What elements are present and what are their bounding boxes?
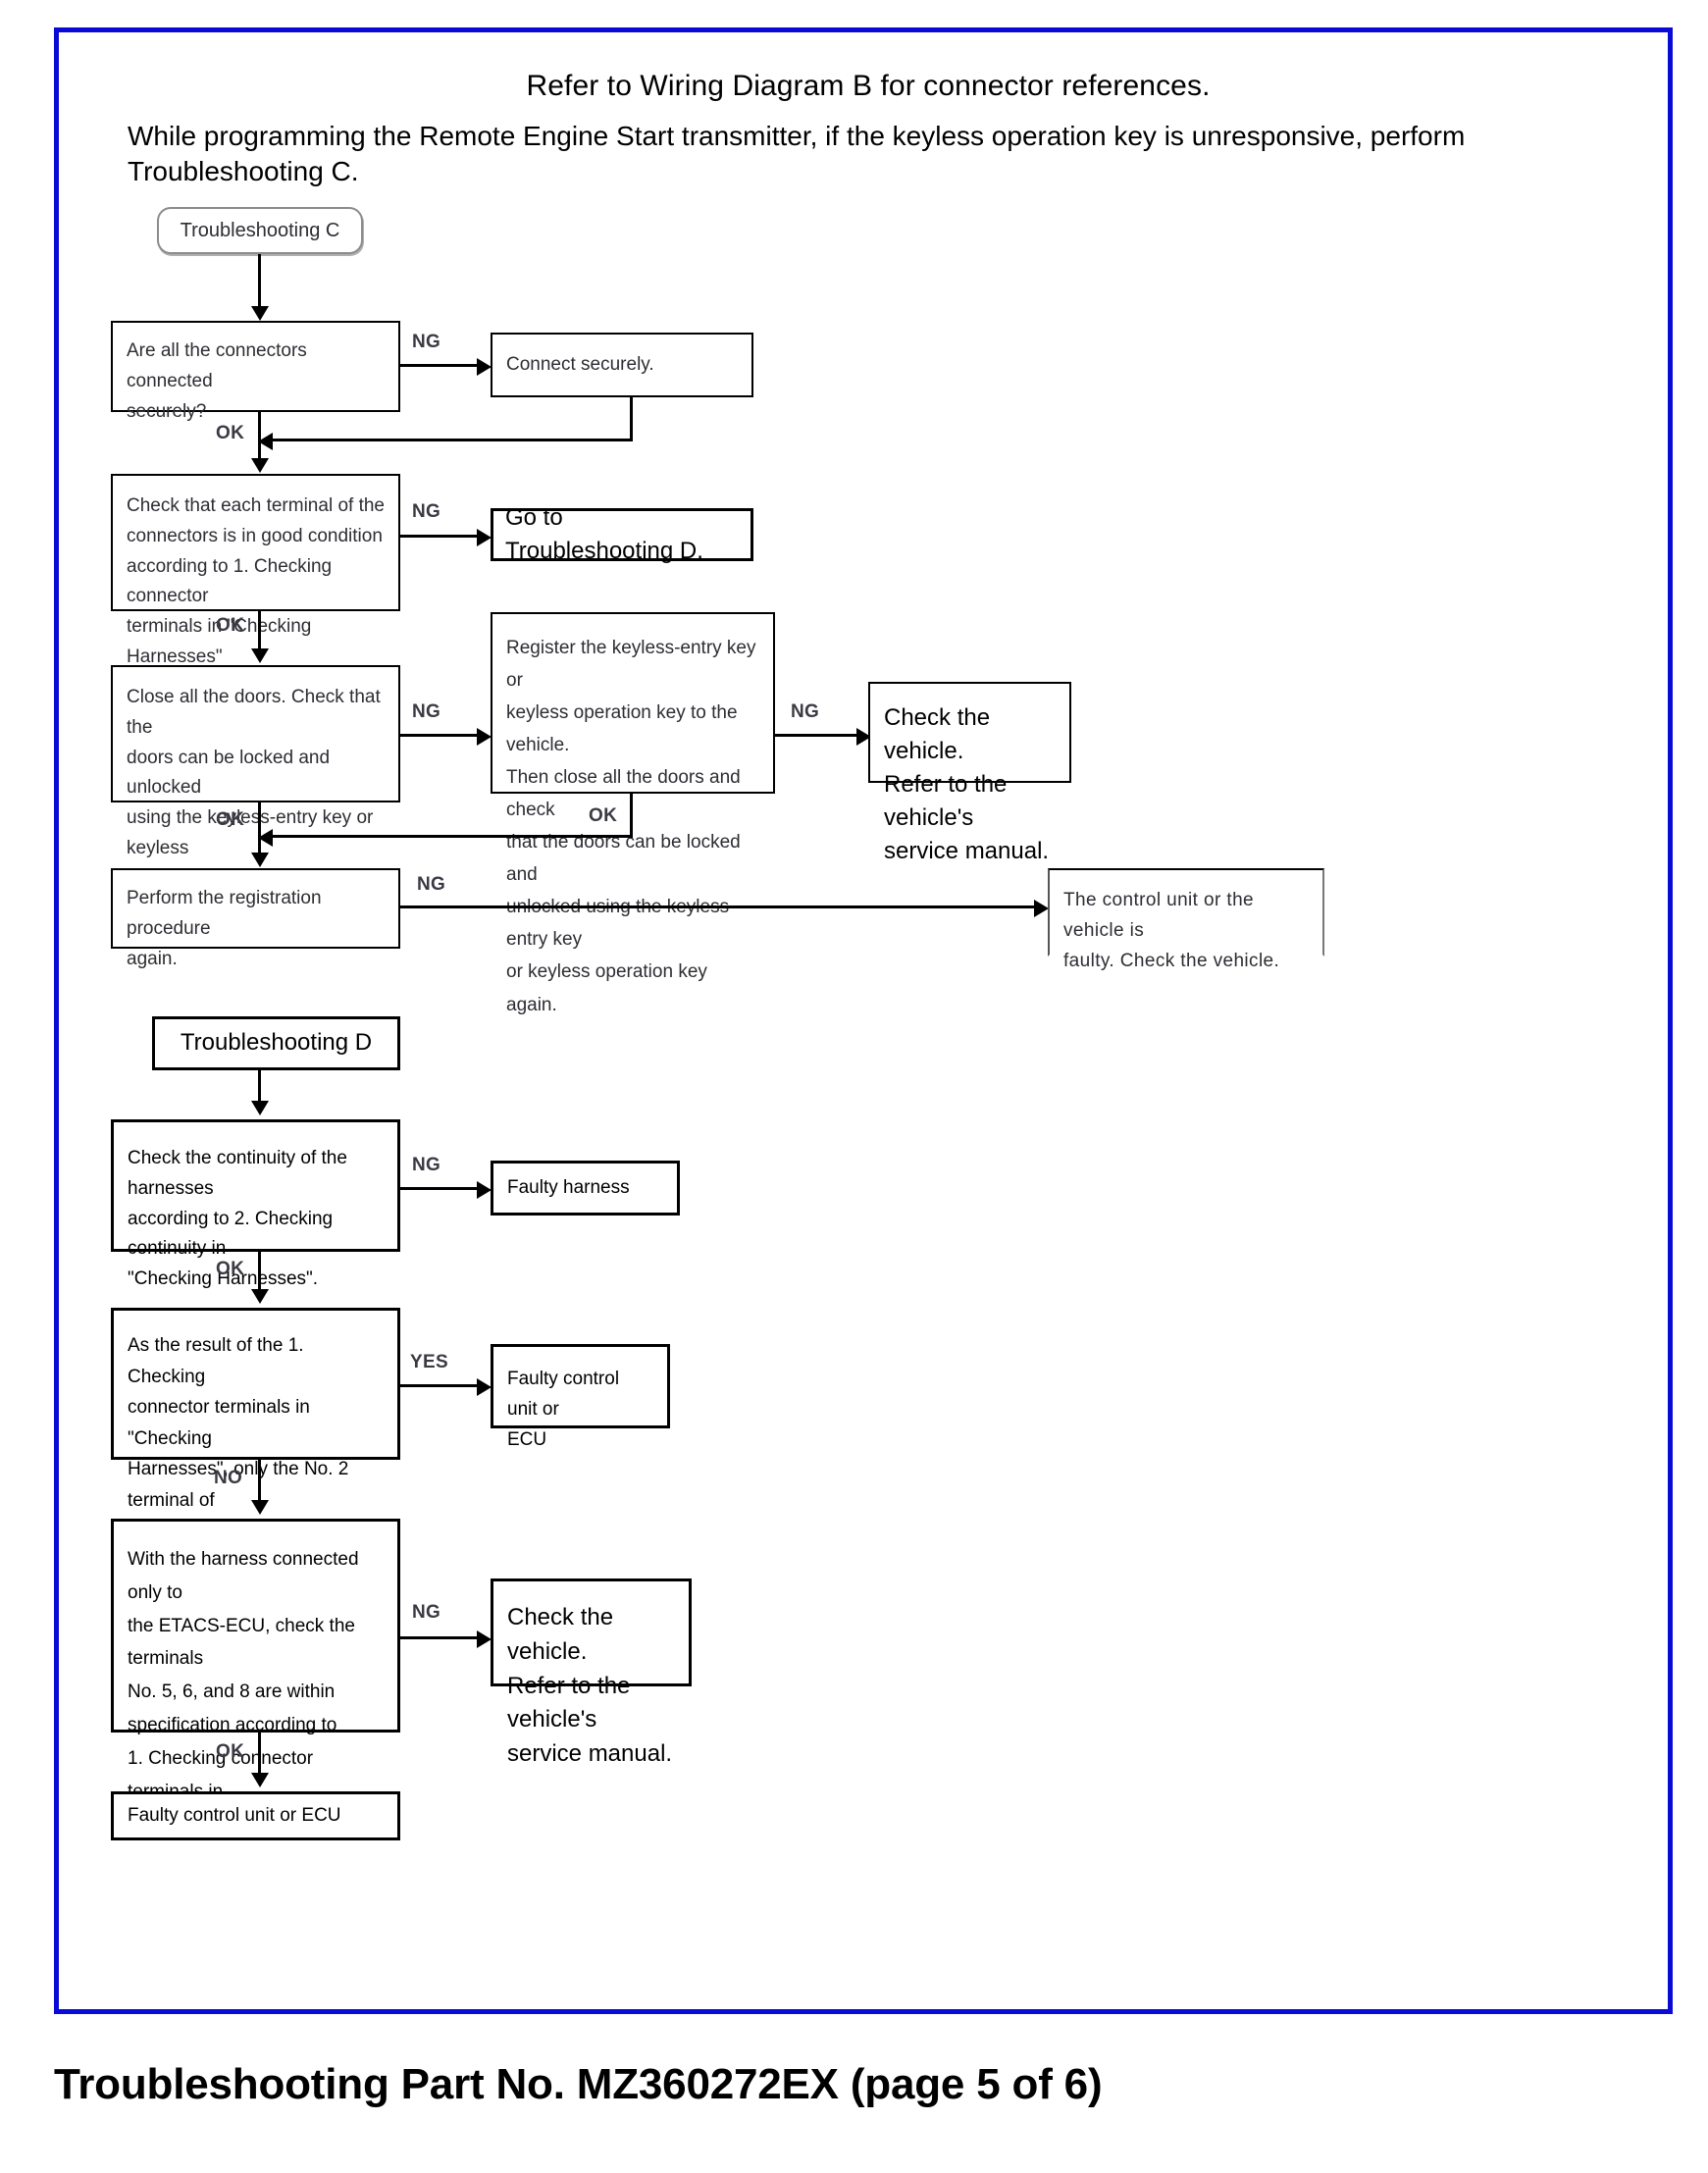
flow-d-step3-ok-label: OK xyxy=(216,1741,245,1762)
flow-d-step3-result-text: Check the vehicle. Refer to the vehicle'… xyxy=(507,1604,673,1768)
connector-line xyxy=(400,1636,479,1639)
flow-c-step1-text: Are all the connectors connected securel… xyxy=(127,340,307,422)
connector-line xyxy=(258,1070,261,1105)
arrow-right-icon xyxy=(856,728,871,746)
arrow-right-icon xyxy=(477,728,492,746)
diagram-frame: Refer to Wiring Diagram B for connector … xyxy=(54,27,1673,2014)
flow-d-step2-line3: Harnesses", only the No. 2 terminal of xyxy=(128,1459,349,1511)
flow-c-step2-result-box: Go to Troubleshooting D. xyxy=(491,503,753,564)
flow-c-step3-result-branch-label: NG xyxy=(791,701,820,722)
flow-c-step4-box: Perform the registration procedure again… xyxy=(111,868,400,969)
arrow-down-icon xyxy=(251,1101,269,1115)
flow-c-step1-box: Are all the connectors connected securel… xyxy=(111,321,400,422)
flow-c-step3-box: Close all the doors. Check that the door… xyxy=(111,665,400,889)
flow-d-step3-branch-label: NG xyxy=(412,1602,441,1623)
arrow-down-icon xyxy=(251,1500,269,1515)
flow-c-step1-branch-label: NG xyxy=(412,332,441,352)
connector-line xyxy=(270,439,633,441)
flow-c-step2-branch-label: NG xyxy=(412,501,441,522)
flow-d-start-label: Troubleshooting D xyxy=(180,1029,373,1057)
connector-line xyxy=(258,1733,261,1777)
flow-c-step3-result-box: Register the keyless-entry key or keyles… xyxy=(491,612,775,1015)
flow-c-step4-branch-label: NG xyxy=(417,874,446,895)
flow-c-start-label: Troubleshooting C xyxy=(180,219,340,241)
connector-line xyxy=(258,611,261,652)
connector-line xyxy=(400,1384,479,1387)
flow-d-final-text: Faulty control unit or ECU xyxy=(128,1804,341,1826)
flow-d-step2-branch-label: YES xyxy=(410,1352,448,1372)
connector-line xyxy=(258,802,261,857)
flow-d-step2-line2: connector terminals in "Checking xyxy=(128,1397,310,1449)
flow-c-step2-box: Check that each terminal of the connecto… xyxy=(111,474,400,667)
flow-c-step3-result-ok-label: OK xyxy=(589,805,618,826)
flow-c-step3-branch-label: NG xyxy=(412,701,441,722)
connector-line xyxy=(400,1187,479,1190)
flow-d-step2-no-label: NO xyxy=(214,1468,243,1488)
arrow-right-icon xyxy=(477,529,492,546)
arrow-down-icon xyxy=(251,853,269,867)
arrow-right-icon xyxy=(477,1378,492,1396)
flow-c-step3-result-ng-box: Check the vehicle. Refer to the vehicle'… xyxy=(868,682,1071,864)
connector-line xyxy=(775,734,858,737)
arrow-left-icon xyxy=(258,433,273,450)
flow-c-step1-ok-label: OK xyxy=(216,423,245,443)
arrow-down-icon xyxy=(251,648,269,663)
page-title: Refer to Wiring Diagram B for connector … xyxy=(526,70,1211,102)
flow-d-step2-box: As the result of the 1. Checking connect… xyxy=(111,1308,400,1573)
flow-c-step4-result-box: The control unit or the vehicle is fault… xyxy=(1048,868,1324,971)
connector-line xyxy=(400,535,479,538)
page-caption: Troubleshooting Part No. MZ360272EX (pag… xyxy=(54,2060,1103,2108)
connector-line xyxy=(630,397,633,440)
connector-line xyxy=(258,412,261,463)
connector-line xyxy=(258,1252,261,1293)
flow-d-step1-box: Check the continuity of the harnesses ac… xyxy=(111,1119,400,1289)
flow-c-step2-text: Check that each terminal of the connecto… xyxy=(127,495,385,667)
flow-d-step1-ok-label: OK xyxy=(216,1259,245,1279)
flow-c-step4-result-text: The control unit or the vehicle is fault… xyxy=(1063,890,1280,971)
flow-c-step3-result-text: Register the keyless-entry key or keyles… xyxy=(506,638,756,1015)
connector-line xyxy=(763,905,1038,908)
flow-c-step2-ok-label: OK xyxy=(216,615,245,636)
connector-line xyxy=(630,794,633,837)
flow-d-step2-result-text: Faulty control unit or ECU xyxy=(507,1369,620,1450)
flow-d-step1-text: Check the continuity of the harnesses ac… xyxy=(128,1148,347,1290)
arrow-right-icon xyxy=(477,1630,492,1648)
connector-line xyxy=(258,254,261,306)
connector-line xyxy=(270,835,633,838)
arrow-left-icon xyxy=(258,829,273,847)
flow-d-step2-result-box: Faulty control unit or ECU xyxy=(491,1344,670,1450)
arrow-right-icon xyxy=(477,358,492,376)
flow-c-step4-text: Perform the registration procedure again… xyxy=(127,888,322,969)
arrow-right-icon xyxy=(1034,900,1049,917)
flow-c-step1-result-box: Connect securely. xyxy=(491,333,753,397)
flow-d-start-box: Troubleshooting D xyxy=(152,1016,400,1070)
flow-c-start-box: Troubleshooting C xyxy=(157,207,363,254)
arrow-down-icon xyxy=(251,1773,269,1787)
arrow-down-icon xyxy=(251,1289,269,1304)
flow-d-step3-result-box: Check the vehicle. Refer to the vehicle'… xyxy=(491,1578,692,1767)
flow-d-step3-box: With the harness connected only to the E… xyxy=(111,1519,400,1836)
flow-d-step1-branch-label: NG xyxy=(412,1155,441,1175)
flow-c-step3-ok-label: OK xyxy=(216,809,245,830)
flow-d-step2-line1: As the result of the 1. Checking xyxy=(128,1335,304,1387)
flow-d-step1-result-box: Faulty harness xyxy=(491,1161,680,1216)
connector-line xyxy=(400,364,479,367)
arrow-down-icon xyxy=(251,458,269,473)
connector-line xyxy=(400,734,479,737)
connector-line xyxy=(258,1460,261,1504)
arrow-down-icon xyxy=(251,306,269,321)
flow-d-final-box: Faulty control unit or ECU xyxy=(111,1791,400,1840)
flow-c-step1-result-text: Connect securely. xyxy=(506,353,654,375)
connector-line xyxy=(400,905,763,908)
flow-d-step1-result-text: Faulty harness xyxy=(507,1176,630,1198)
flow-c-step3-result-ng-text: Check the vehicle. Refer to the vehicle'… xyxy=(884,704,1050,865)
arrow-right-icon xyxy=(477,1181,492,1199)
intro-paragraph: While programming the Remote Engine Star… xyxy=(128,121,1466,186)
flow-c-step2-result-text: Go to Troubleshooting D. xyxy=(505,503,703,564)
